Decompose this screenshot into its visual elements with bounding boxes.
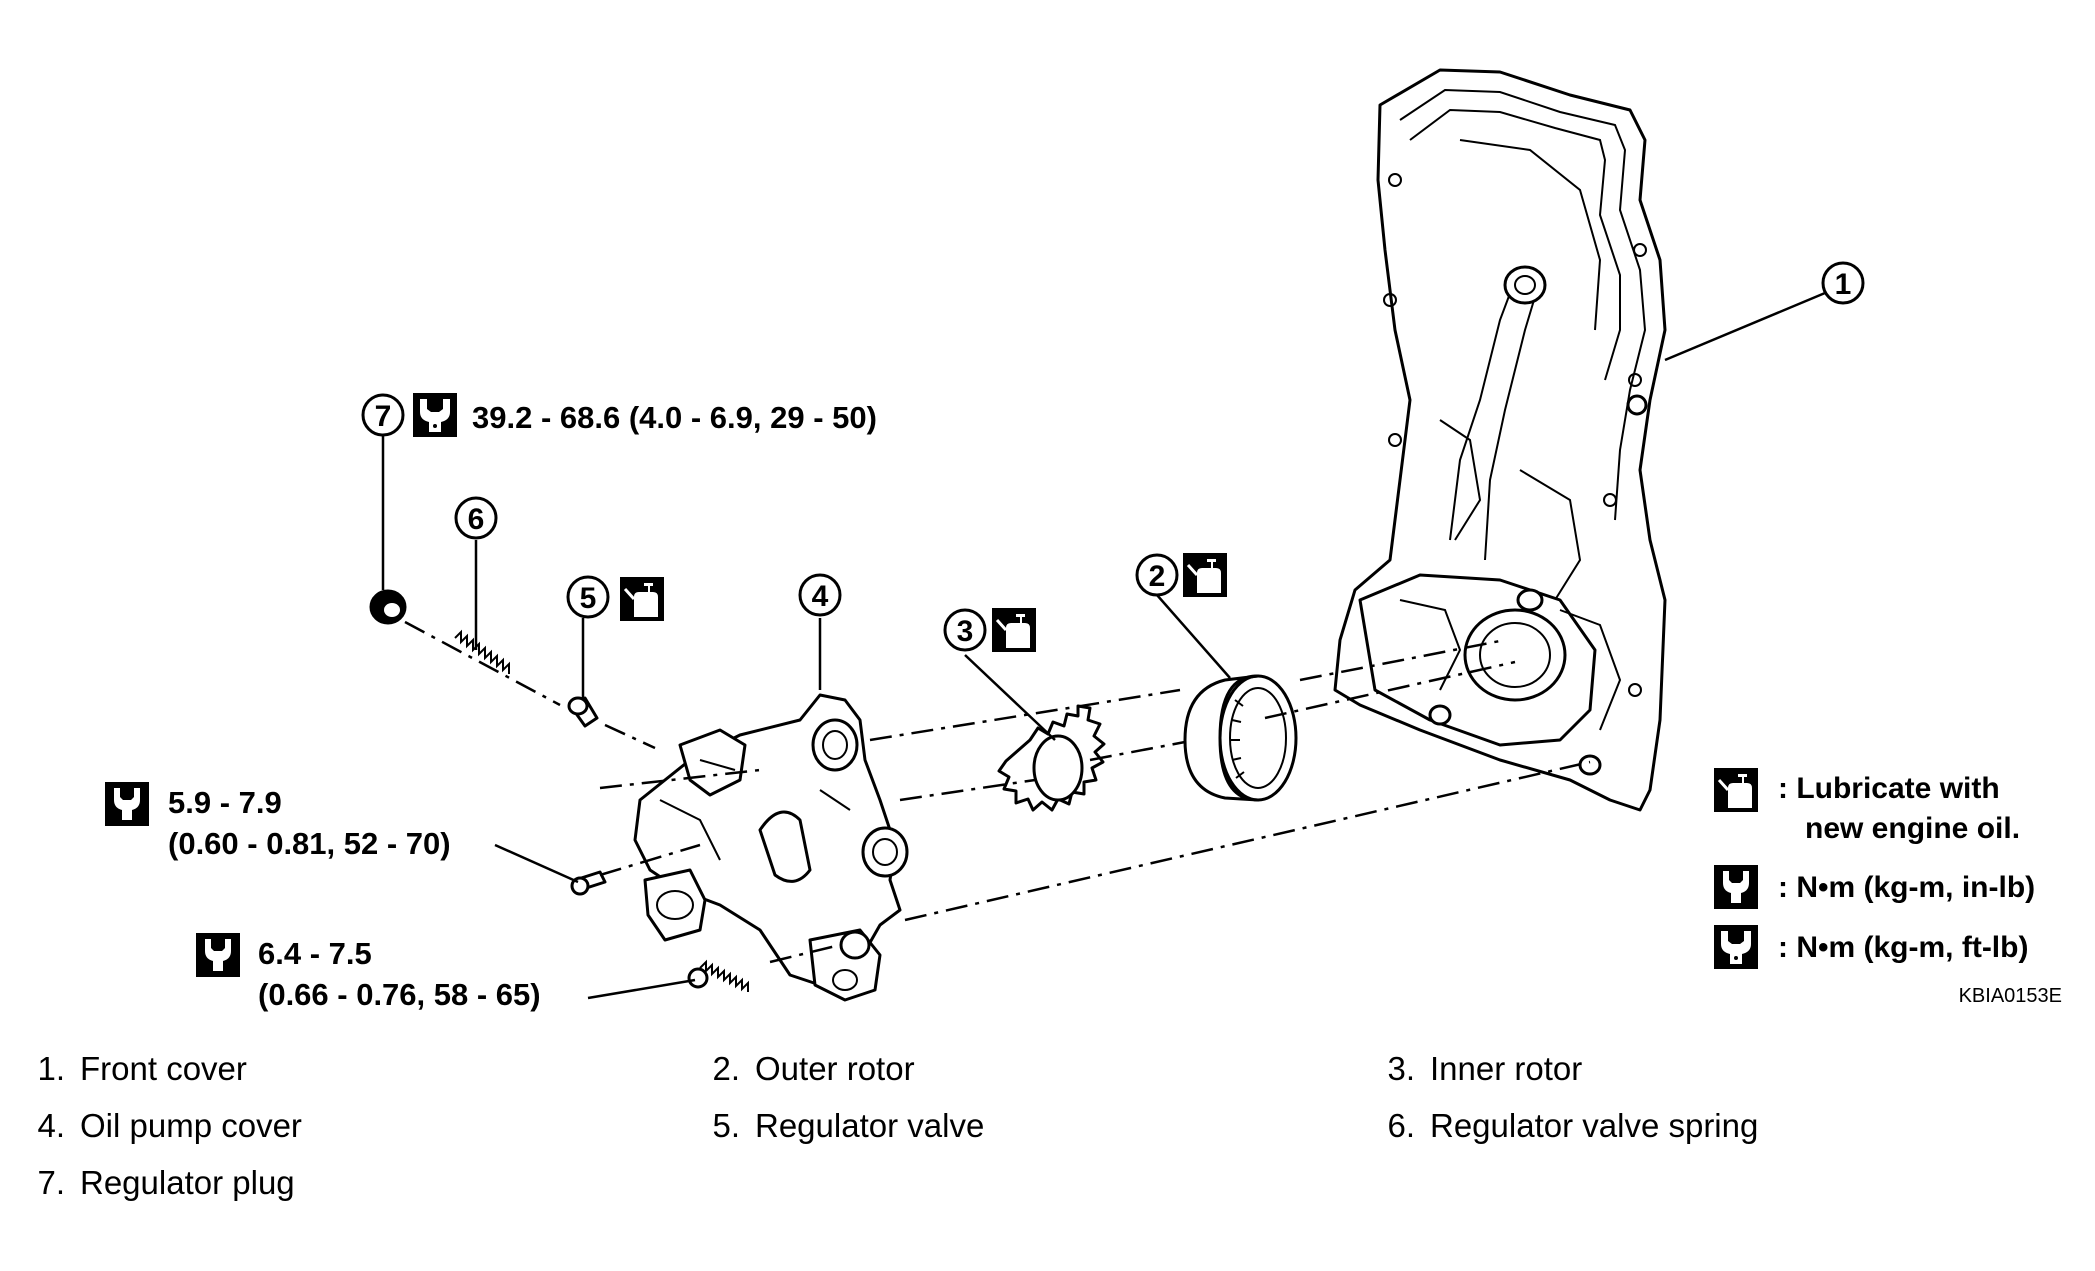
exploded-view-diagram: 1 2 3 4 5 6 7 39.2 - 68.6 (4.0 - 6.9, 29… — [105, 68, 2062, 1012]
svg-text:6: 6 — [468, 503, 485, 536]
legend-torque-inlb-icon — [1714, 865, 1758, 909]
outer-rotor — [1183, 674, 1298, 802]
legend-nm-inlb: : N•m (kg-m, in-lb) — [1778, 871, 2035, 904]
svg-text:3: 3 — [957, 615, 974, 648]
parts-list-item-name: Oil pump cover — [80, 1107, 302, 1144]
parts-list-item-name: Inner rotor — [1430, 1050, 1583, 1087]
oil-pump-cover — [633, 693, 909, 1002]
parts-list-item-number: 1. — [37, 1050, 65, 1087]
callout-2: 2 — [1135, 553, 1179, 597]
leader-lines — [381, 291, 1826, 1000]
svg-text:5: 5 — [580, 582, 597, 615]
short-bolt — [570, 870, 607, 896]
oil-can-icon — [990, 606, 1038, 654]
torque-wrench-inlb-icon — [196, 933, 240, 977]
parts-list-item-number: 4. — [37, 1107, 65, 1144]
svg-text:7: 7 — [375, 400, 392, 433]
callout-4: 4 — [798, 573, 842, 617]
short-bolt-torque-line1: 5.9 - 7.9 — [168, 785, 282, 820]
long-bolt-torque-line1: 6.4 - 7.5 — [258, 936, 372, 971]
legend-nm-ftlb: : N•m (kg-m, ft-lb) — [1778, 931, 2028, 964]
callout-6: 6 — [454, 496, 498, 540]
plug-torque-spec: 39.2 - 68.6 (4.0 - 6.9, 29 - 50) — [472, 400, 877, 435]
parts-list-item-number: 2. — [712, 1050, 740, 1087]
callout-5: 5 — [566, 575, 610, 619]
long-bolt-torque-line2: (0.66 - 0.76, 58 - 65) — [258, 977, 541, 1012]
legend-oil-can-icon — [1712, 766, 1760, 814]
long-bolt — [687, 959, 749, 992]
legend: : Lubricate with new engine oil. : N•m (… — [1712, 766, 2062, 1007]
callout-7: 7 — [361, 393, 405, 437]
torque-wrench-inlb-icon — [105, 782, 149, 826]
legend-torque-ftlb-icon — [1714, 925, 1758, 969]
oil-can-icon — [1181, 551, 1229, 599]
torque-wrench-ftlb-icon — [413, 393, 457, 437]
oil-can-icon — [618, 575, 666, 623]
inner-rotor — [997, 704, 1106, 812]
parts-list-item-number: 5. — [712, 1107, 740, 1144]
legend-lubricate-line2: new engine oil. — [1805, 812, 2020, 845]
svg-text:2: 2 — [1149, 560, 1166, 593]
regulator-valve-spring — [454, 629, 510, 674]
regulator-plug — [369, 589, 407, 625]
parts-list-item-number: 7. — [37, 1164, 65, 1201]
callout-1: 1 — [1821, 261, 1865, 305]
short-bolt-torque-line2: (0.60 - 0.81, 52 - 70) — [168, 826, 451, 861]
svg-text:4: 4 — [812, 580, 829, 613]
legend-lubricate-line1: : Lubricate with — [1778, 772, 2000, 805]
parts-list-item-name: Regulator valve — [755, 1107, 985, 1144]
parts-list-item-name: Regulator valve spring — [1430, 1107, 1759, 1144]
parts-list-item-name: Regulator plug — [80, 1164, 295, 1201]
parts-list-item-number: 3. — [1387, 1050, 1415, 1087]
alignment-lines — [404, 620, 1591, 964]
figure-code: KBIA0153E — [1959, 985, 2062, 1007]
svg-text:1: 1 — [1835, 268, 1852, 301]
parts-list-item-name: Outer rotor — [755, 1050, 915, 1087]
front-cover — [1333, 68, 1667, 812]
parts-list-item-name: Front cover — [80, 1050, 247, 1087]
parts-list-item-number: 6. — [1387, 1107, 1415, 1144]
callout-3: 3 — [943, 608, 987, 652]
regulator-valve — [567, 696, 599, 728]
